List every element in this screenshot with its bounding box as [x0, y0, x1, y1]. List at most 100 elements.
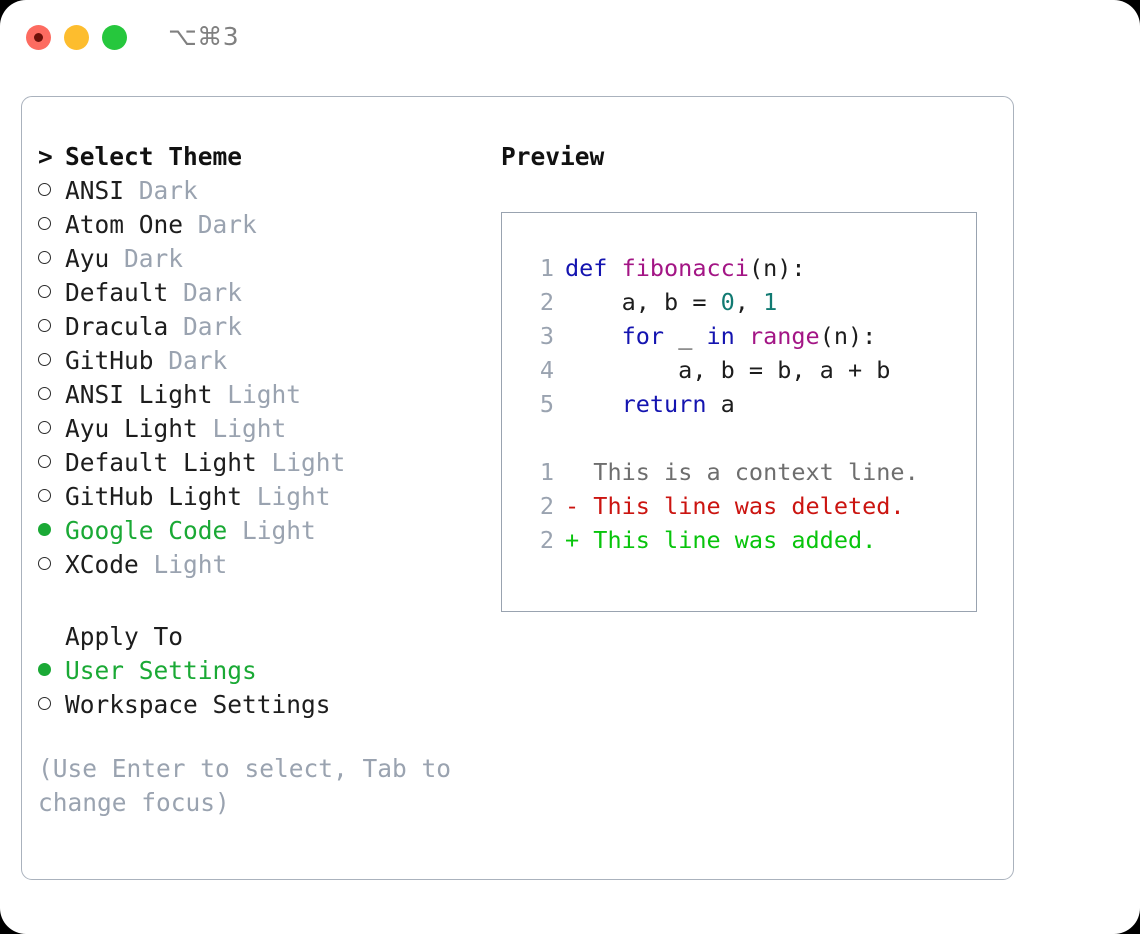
- radio-dot: [38, 285, 51, 298]
- theme-variant-badge: Dark: [168, 346, 228, 375]
- theme-variant-spacer: [154, 344, 169, 378]
- theme-list-item[interactable]: Atom One Dark: [38, 208, 478, 242]
- code-line-number: 5: [539, 390, 554, 418]
- theme-name-label: ANSI Light: [65, 380, 213, 409]
- diff-sign: +: [565, 526, 580, 554]
- code-line: 5 return a: [516, 387, 976, 421]
- theme-list-item[interactable]: ANSI Light Light: [38, 378, 478, 412]
- theme-variant-spacer: [124, 174, 139, 208]
- code-token: for: [621, 322, 665, 350]
- radio-dot: [38, 489, 51, 502]
- apply-to-heading: Apply To: [38, 620, 478, 654]
- code-line-content: def fibonacci(n):: [565, 251, 806, 285]
- theme-list-item[interactable]: GitHub Light Light: [38, 480, 478, 514]
- chevron-right-icon: >: [38, 142, 53, 171]
- radio-dot: [38, 319, 51, 332]
- code-token: a, b =: [565, 288, 721, 316]
- diff-sign: -: [565, 492, 580, 520]
- diff-sample: 1 This is a context line. 2- This line wa…: [516, 455, 976, 557]
- theme-name-label: ANSI: [65, 176, 125, 205]
- theme-list-item[interactable]: Default Dark: [38, 276, 478, 310]
- code-token: a: [706, 390, 735, 418]
- diff-sign: [565, 455, 579, 489]
- theme-name-label: GitHub: [65, 346, 154, 375]
- theme-name-label: Dracula: [65, 312, 169, 341]
- code-line-content: return a: [565, 387, 735, 421]
- diff-line-number: 2: [539, 526, 554, 554]
- theme-list-item[interactable]: Ayu Dark: [38, 242, 478, 276]
- theme-list-item[interactable]: Dracula Dark: [38, 310, 478, 344]
- theme-list-item[interactable]: XCode Light: [38, 548, 478, 582]
- diff-line: 2- This line was deleted.: [516, 489, 976, 523]
- radio-dot: [38, 697, 51, 710]
- theme-list-item[interactable]: Default Light Light: [38, 446, 478, 480]
- theme-variant-spacer: [109, 242, 124, 276]
- theme-variant-badge: Dark: [197, 210, 257, 239]
- radio-dot: [38, 663, 51, 676]
- radio-dot: [38, 251, 51, 264]
- theme-list-item[interactable]: GitHub Dark: [38, 344, 478, 378]
- theme-name-label: Default: [65, 278, 169, 307]
- preview-label: Preview: [501, 142, 605, 171]
- code-token: _: [664, 322, 707, 350]
- theme-name-label: XCode: [65, 550, 139, 579]
- theme-variant-spacer: [183, 208, 198, 242]
- code-token: a, b = b, a + b: [565, 356, 891, 384]
- theme-list-item[interactable]: ANSI Dark: [38, 174, 478, 208]
- radio-dot: [38, 353, 51, 366]
- theme-variant-badge: Light: [153, 550, 228, 579]
- theme-variant-badge: Dark: [183, 278, 243, 307]
- radio-dot: [38, 217, 51, 230]
- minimize-button[interactable]: [64, 25, 89, 50]
- theme-variant-badge: Light: [227, 380, 302, 409]
- theme-picker-heading: > Select Theme: [38, 140, 478, 174]
- theme-name-label: Ayu: [65, 244, 110, 273]
- theme-list-item[interactable]: Ayu Light Light: [38, 412, 478, 446]
- diff-line-number: 1: [539, 458, 554, 486]
- diff-line: 2+ This line was added.: [516, 523, 976, 557]
- radio-dot: [38, 557, 51, 570]
- diff-line-number: 2: [539, 492, 554, 520]
- code-token: def: [565, 254, 622, 282]
- title-bar: ⌥⌘3: [0, 0, 1140, 78]
- code-line-content: a, b = b, a + b: [565, 353, 890, 387]
- code-token: [565, 390, 622, 418]
- apply-to-option[interactable]: User Settings: [38, 654, 478, 688]
- radio-dot: [38, 387, 51, 400]
- code-line-number: 4: [539, 356, 554, 384]
- code-line-content: for _ in range(n):: [565, 319, 877, 353]
- theme-variant-spacer: [242, 480, 257, 514]
- apply-to-option-label: Workspace Settings: [65, 690, 331, 719]
- theme-variant-badge: Dark: [124, 244, 184, 273]
- code-token: fibonacci: [621, 254, 749, 282]
- code-token: (n):: [748, 254, 806, 282]
- theme-name-label: Ayu Light: [65, 414, 198, 443]
- section-spacer: [38, 582, 478, 620]
- radio-dot: [38, 421, 51, 434]
- diff-line-content: This line was deleted.: [579, 492, 905, 520]
- theme-variant-spacer: [168, 276, 183, 310]
- theme-variant-badge: Dark: [138, 176, 198, 205]
- code-token: [565, 322, 622, 350]
- code-line-number: 1: [539, 254, 554, 282]
- theme-variant-badge: Light: [271, 448, 346, 477]
- apply-to-option[interactable]: Workspace Settings: [38, 688, 478, 722]
- code-diff-separator: [516, 421, 976, 455]
- code-line-content: a, b = 0, 1: [565, 285, 778, 319]
- theme-name-label: Default Light: [65, 448, 257, 477]
- theme-list-item[interactable]: Google Code Light: [38, 514, 478, 548]
- code-token: in: [706, 322, 735, 350]
- code-line: 2 a, b = 0, 1: [516, 285, 976, 319]
- code-line: 4 a, b = b, a + b: [516, 353, 976, 387]
- diff-line-content: This is a context line.: [579, 458, 919, 486]
- radio-dot: [38, 455, 51, 468]
- close-button[interactable]: [26, 25, 51, 50]
- maximize-button[interactable]: [102, 25, 127, 50]
- theme-picker-heading-label: Select Theme: [65, 142, 243, 171]
- theme-variant-spacer: [257, 446, 272, 480]
